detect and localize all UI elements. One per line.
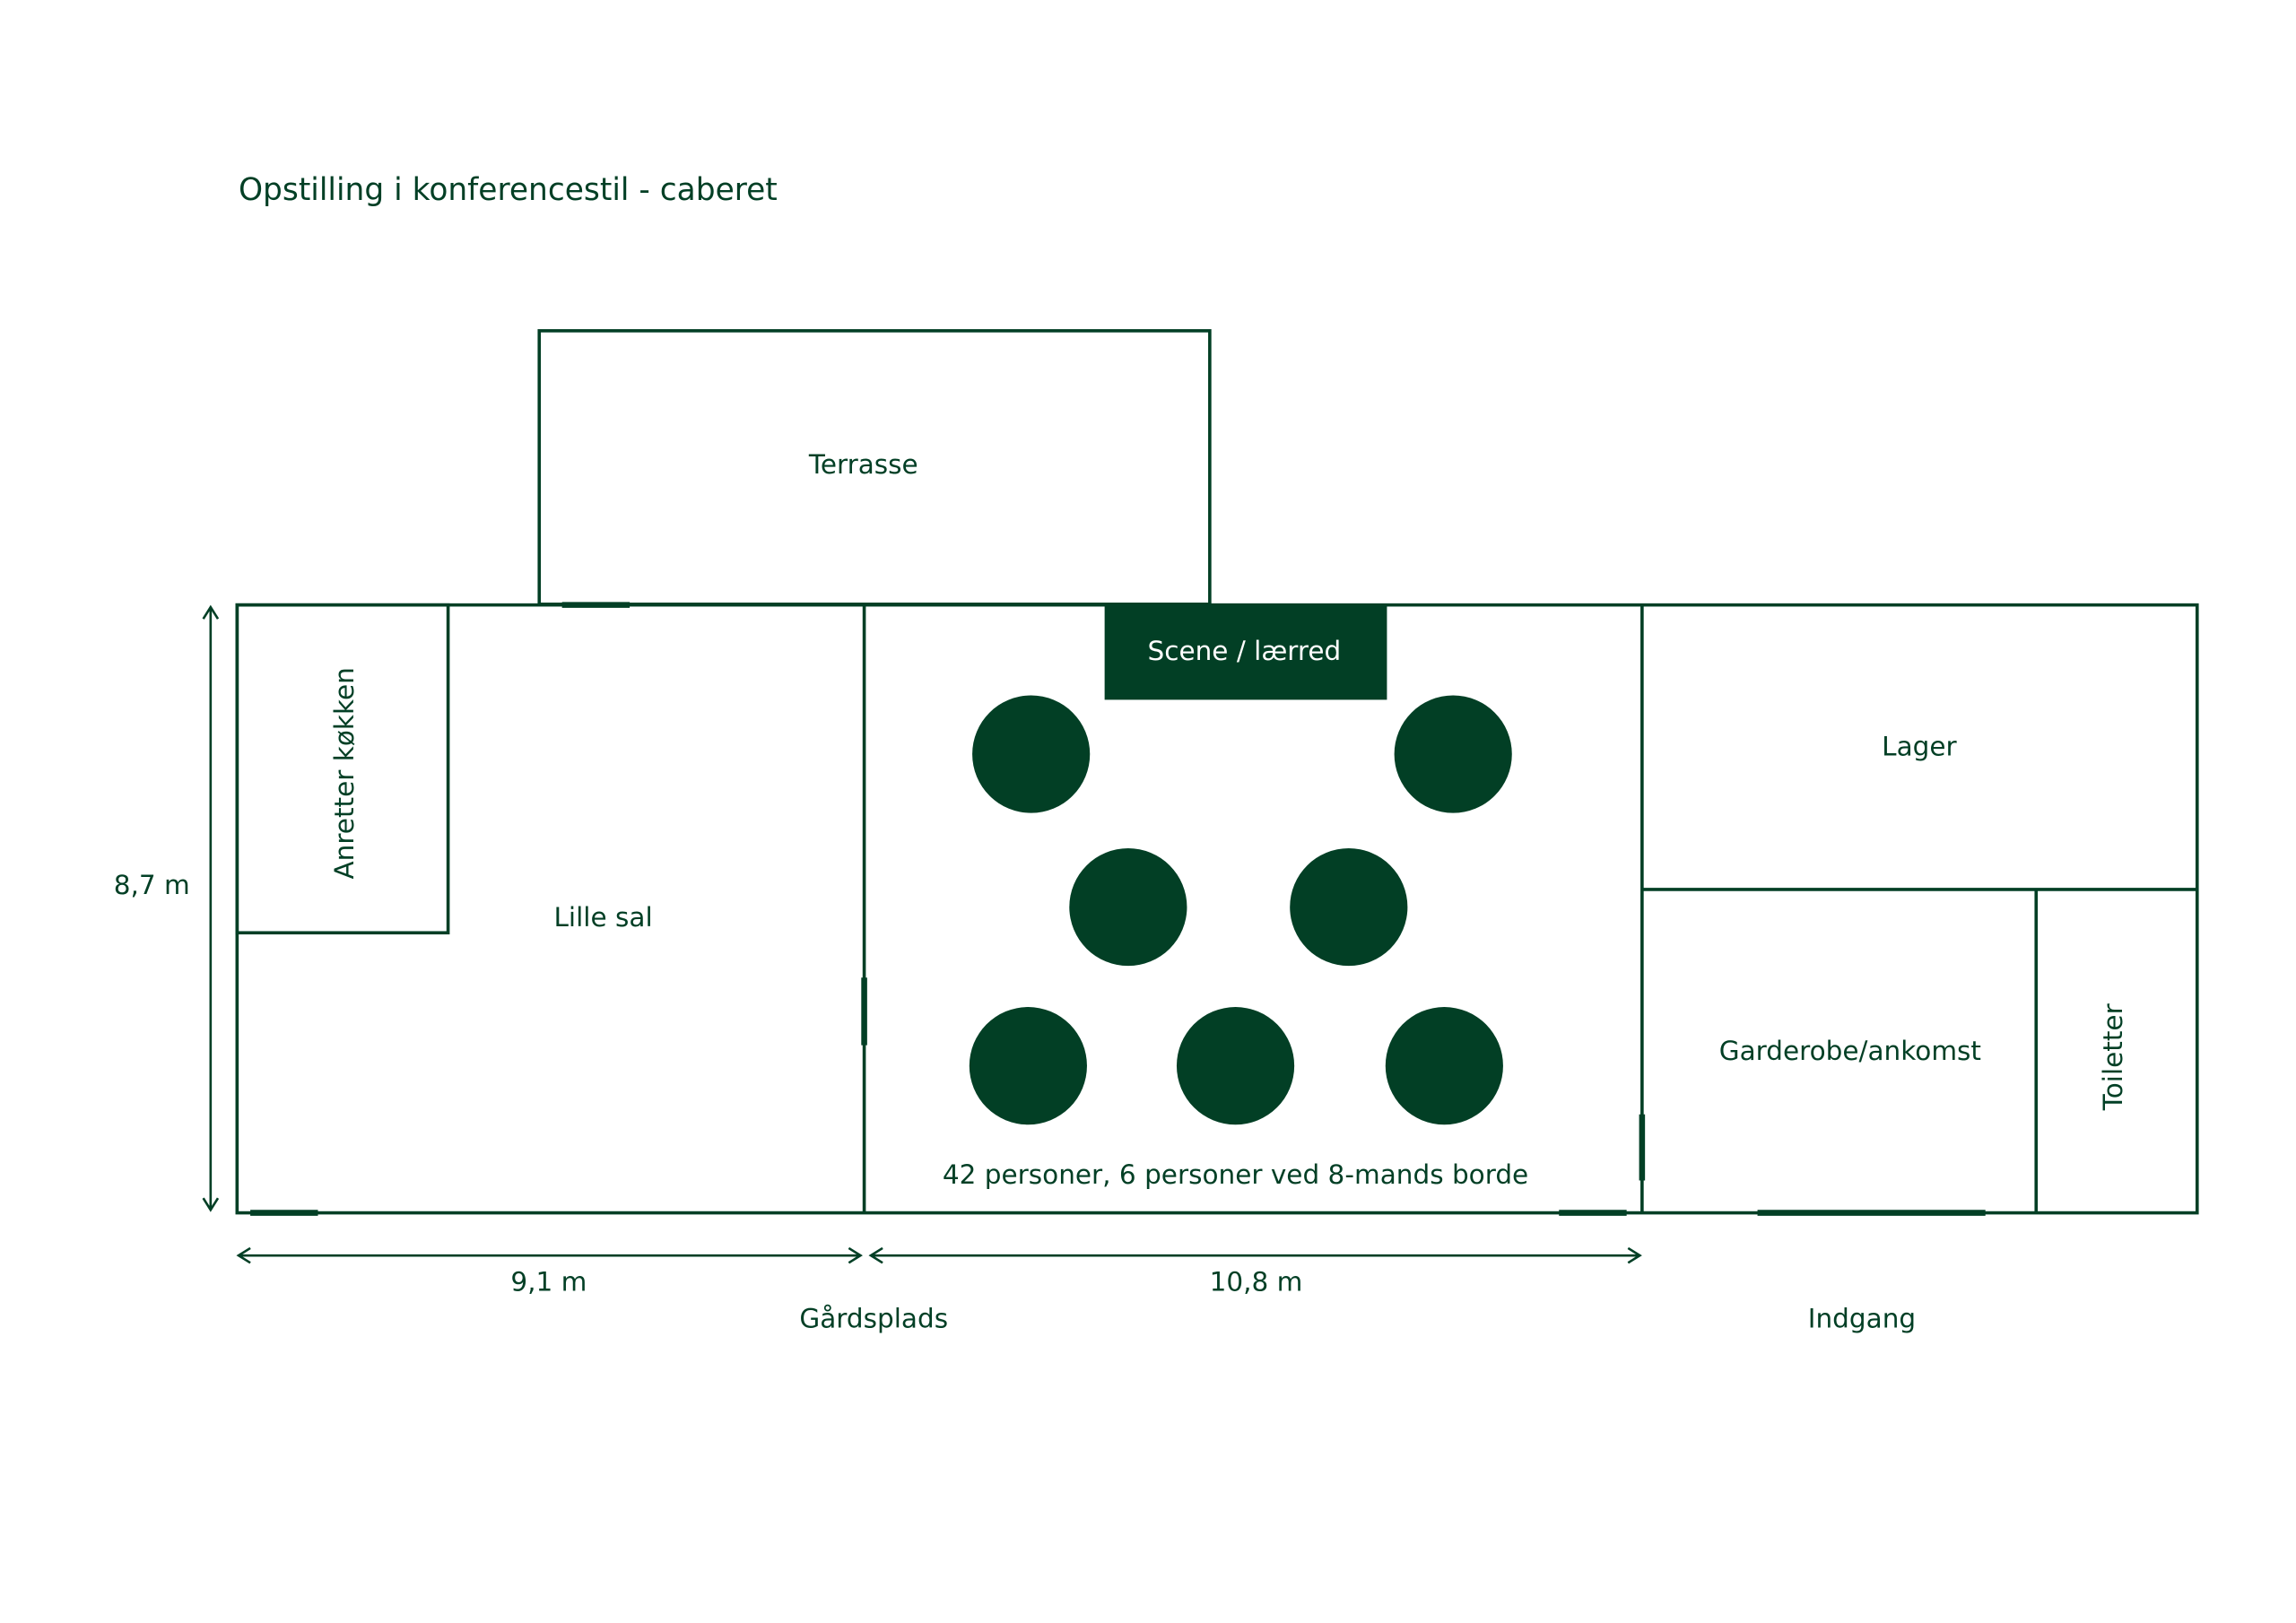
height-dimension: 8,7 m	[114, 870, 190, 900]
round-table	[1385, 1007, 1503, 1125]
toilets-label: Toiletter	[2098, 1002, 2128, 1111]
small-hall-label: Lille sal	[553, 902, 652, 933]
kitchen-label: Anretter køkken	[329, 667, 360, 879]
width-right-dimension: 10,8 m	[1210, 1266, 1303, 1297]
room-kitchen	[235, 603, 450, 935]
width-right-dimension-arrow	[868, 1246, 1642, 1264]
stage	[1104, 603, 1387, 700]
storage-label: Lager	[1882, 732, 1957, 762]
height-dimension-arrow	[202, 604, 220, 1212]
width-left-dimension-arrow	[236, 1246, 863, 1264]
round-table	[972, 695, 1091, 813]
round-table	[1290, 847, 1408, 967]
stage-label: Scene / lærred	[1148, 636, 1342, 666]
page-title: Opstilling i konferencestil - caberet	[239, 172, 778, 208]
width-left-dimension: 9,1 m	[510, 1266, 587, 1297]
entrance-label: Indgang	[1808, 1303, 1916, 1333]
round-table	[1394, 695, 1512, 813]
terrace-label: Terrasse	[808, 449, 918, 480]
round-table	[1069, 847, 1187, 967]
round-table	[1176, 1007, 1295, 1125]
round-table	[969, 1007, 1087, 1125]
courtyard-label: Gårdsplads	[799, 1303, 948, 1333]
capacity-note: 42 personer, 6 personer ved 8-mands bord…	[943, 1159, 1528, 1190]
cloakroom-label: Garderobe/ankomst	[1719, 1036, 1981, 1066]
